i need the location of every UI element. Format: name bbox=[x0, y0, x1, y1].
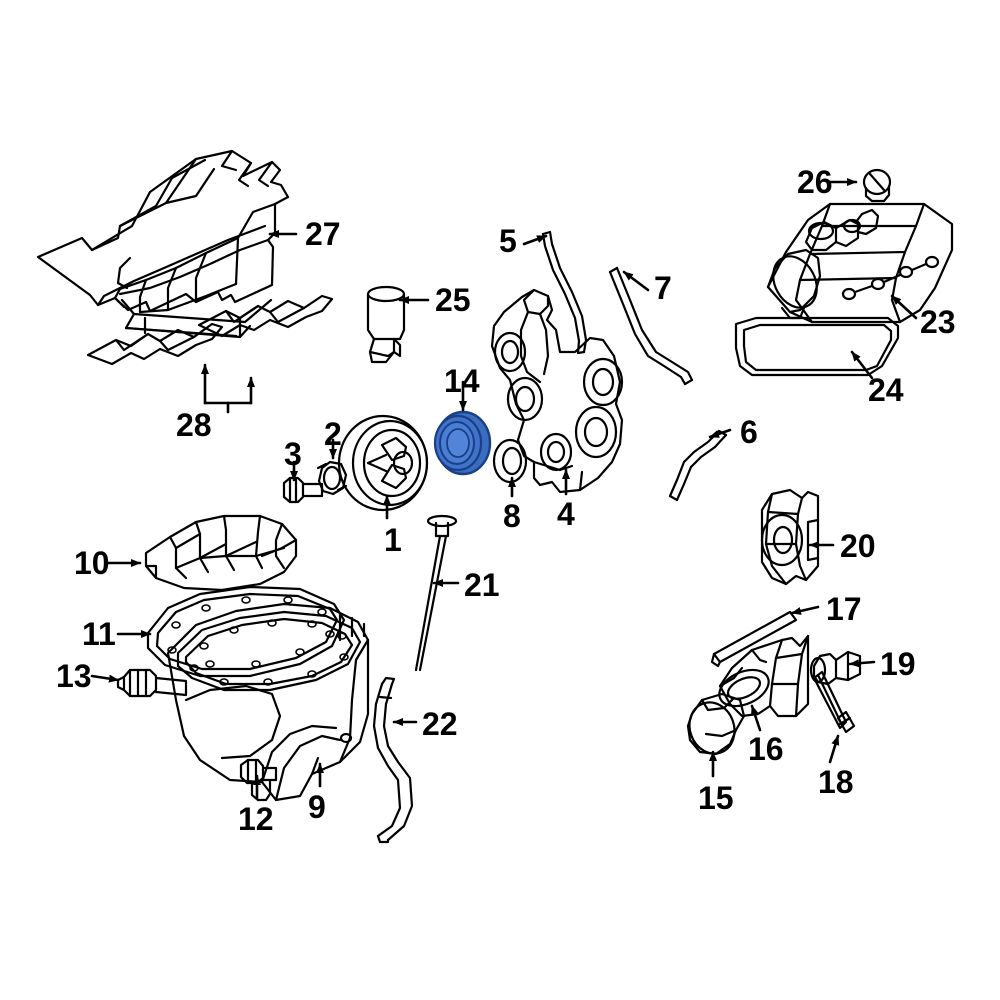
part-windage-tray-baffle bbox=[144, 514, 298, 592]
callout-label-21: 21 bbox=[464, 567, 500, 603]
callout-label-14: 14 bbox=[444, 363, 480, 399]
callout-label-26: 26 bbox=[797, 164, 833, 200]
part-stud-bolt bbox=[812, 670, 856, 734]
part-oil-filler-cap-tube bbox=[366, 285, 406, 364]
callout-label-5: 5 bbox=[499, 223, 517, 259]
part-timing-cover bbox=[490, 288, 624, 494]
callout-label-27: 27 bbox=[305, 216, 341, 252]
leader-16 bbox=[750, 704, 762, 732]
callout-label-4: 4 bbox=[557, 496, 575, 532]
leader-13 bbox=[90, 674, 120, 683]
leader-6 bbox=[708, 428, 732, 439]
part-oil-pan bbox=[166, 602, 370, 802]
part-valve-cover-bolt bbox=[862, 168, 892, 203]
callout-label-1: 1 bbox=[384, 522, 402, 558]
leader-7 bbox=[622, 270, 650, 292]
leader-19 bbox=[848, 659, 876, 668]
callout-label-2: 2 bbox=[324, 416, 342, 452]
callout-label-19: 19 bbox=[880, 646, 916, 682]
part-gasket-strip bbox=[710, 610, 798, 668]
callout-label-9: 9 bbox=[308, 789, 326, 825]
leader-5 bbox=[522, 234, 548, 246]
callout-28-bracket bbox=[201, 363, 255, 414]
leader-23 bbox=[890, 294, 918, 320]
part-coolant-temperature-sensor bbox=[809, 650, 862, 686]
part-valve-cover bbox=[766, 202, 954, 324]
callout-label-10: 10 bbox=[74, 545, 110, 581]
part-dipstick-tube bbox=[372, 676, 414, 844]
callout-label-20: 20 bbox=[840, 528, 876, 564]
callout-label-12: 12 bbox=[238, 801, 274, 837]
callout-label-25: 25 bbox=[435, 282, 471, 318]
callout-label-11: 11 bbox=[82, 616, 116, 652]
part-thermostat bbox=[686, 692, 746, 756]
part-tube-hose-right bbox=[608, 266, 694, 386]
callout-label-23: 23 bbox=[920, 304, 956, 340]
part-crankshaft-front-oil-seal-highlight bbox=[433, 410, 492, 476]
part-valve-cover-gasket bbox=[734, 316, 900, 377]
callout-label-28: 28 bbox=[176, 407, 212, 443]
part-crankshaft-pulley-damper bbox=[337, 414, 429, 512]
callout-label-13: 13 bbox=[56, 658, 92, 694]
callout-label-22: 22 bbox=[422, 706, 458, 742]
leader-24 bbox=[850, 350, 874, 380]
part-oil-level-sensor bbox=[116, 668, 188, 698]
part-intake-manifold bbox=[36, 149, 290, 339]
part-tube-hose-lower bbox=[668, 429, 728, 502]
part-bolt bbox=[282, 476, 324, 504]
callout-label-6: 6 bbox=[740, 414, 758, 450]
callout-label-18: 18 bbox=[818, 764, 854, 800]
part-tube-hose-upper bbox=[541, 230, 588, 355]
callout-label-8: 8 bbox=[503, 498, 521, 534]
callout-label-15: 15 bbox=[698, 780, 734, 816]
leader-17 bbox=[790, 605, 820, 615]
callout-label-24: 24 bbox=[868, 372, 904, 408]
callout-label-3: 3 bbox=[284, 436, 302, 472]
part-oil-level-dipstick bbox=[414, 514, 458, 672]
callout-label-16: 16 bbox=[748, 731, 784, 767]
part-water-outlet-housing bbox=[718, 634, 810, 718]
part-water-pump-housing bbox=[760, 488, 820, 586]
leader-18 bbox=[828, 734, 840, 764]
callout-label-17: 17 bbox=[826, 591, 862, 627]
part-intake-manifold-gaskets bbox=[86, 294, 334, 366]
callout-label-7: 7 bbox=[654, 270, 672, 306]
